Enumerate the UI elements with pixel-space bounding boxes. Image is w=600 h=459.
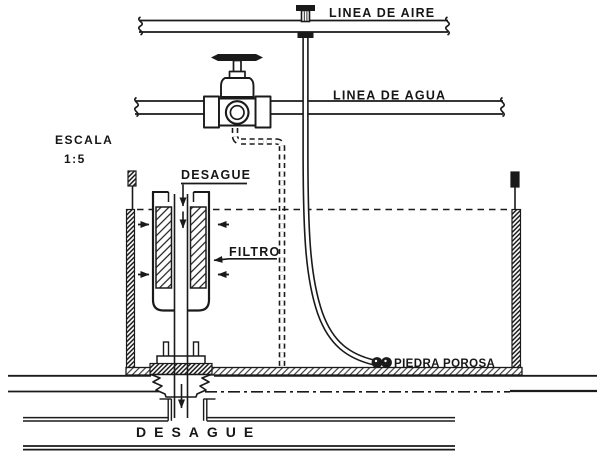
air-tube-core	[303, 38, 375, 365]
filter-arrow-icon	[213, 255, 230, 263]
filter-media-right	[189, 206, 207, 289]
pipe-break-icon	[134, 96, 139, 118]
water-line-label: LINEA DE AGUA	[333, 89, 446, 103]
filter-assembly: DESAGUE FILTRO	[138, 168, 280, 418]
air-tube	[302, 38, 375, 366]
valve-flange-right	[254, 95, 272, 129]
scale-note: ESCALA 1:5	[55, 133, 113, 166]
filter-label: FILTRO	[229, 245, 280, 259]
filter-media-left	[155, 206, 173, 289]
porous-stone-ball	[381, 357, 392, 368]
tank-right-wall	[511, 208, 522, 376]
fitting-collar	[156, 355, 206, 365]
tank-left-wall	[125, 208, 136, 376]
tank-left-wall-top	[127, 170, 137, 187]
tank	[125, 170, 523, 376]
valve-bonnet	[220, 77, 255, 98]
water-line	[134, 96, 505, 118]
air-tube-outline	[302, 38, 375, 366]
pipe-break-icon	[500, 96, 505, 118]
flexible-tube-dashed	[231, 128, 286, 367]
water-valve	[203, 54, 272, 129]
pipe-break-icon	[138, 16, 143, 36]
valve-flange-left	[203, 95, 220, 129]
fitting-bolt-left	[162, 341, 170, 358]
air-bleed-valve	[296, 5, 315, 38]
fitting-seal-band	[149, 362, 213, 376]
drain-bottom-label: DESAGUE	[136, 424, 261, 440]
fitting-bolt-right	[192, 341, 200, 358]
scale-label: ESCALA	[55, 133, 113, 147]
air-bleed-collar	[297, 32, 314, 38]
valve-packing-nut	[228, 70, 246, 79]
drain-top-label: DESAGUE	[181, 168, 251, 182]
scale-value: 1:5	[64, 152, 86, 166]
stone-highlight	[384, 359, 387, 363]
pipe-break-icon	[445, 16, 450, 36]
air-line-label: LINEA DE AIRE	[329, 6, 435, 20]
bench-surface	[8, 374, 597, 393]
porous-stone	[371, 357, 392, 368]
air-line	[138, 16, 450, 36]
valve-port-inner	[229, 104, 245, 121]
tank-right-wall-top	[510, 171, 520, 188]
stone-highlight	[374, 359, 378, 363]
valve-handle	[211, 54, 263, 61]
porous-stone-ball	[371, 357, 383, 368]
drain-channel	[23, 398, 455, 451]
flexible-tube-core	[233, 128, 284, 367]
air-bleed-cap	[296, 5, 315, 11]
porous-stone-label: PIEDRA POROSA	[394, 358, 495, 370]
filter-cup	[151, 192, 211, 312]
air-bleed-stem	[300, 9, 311, 23]
